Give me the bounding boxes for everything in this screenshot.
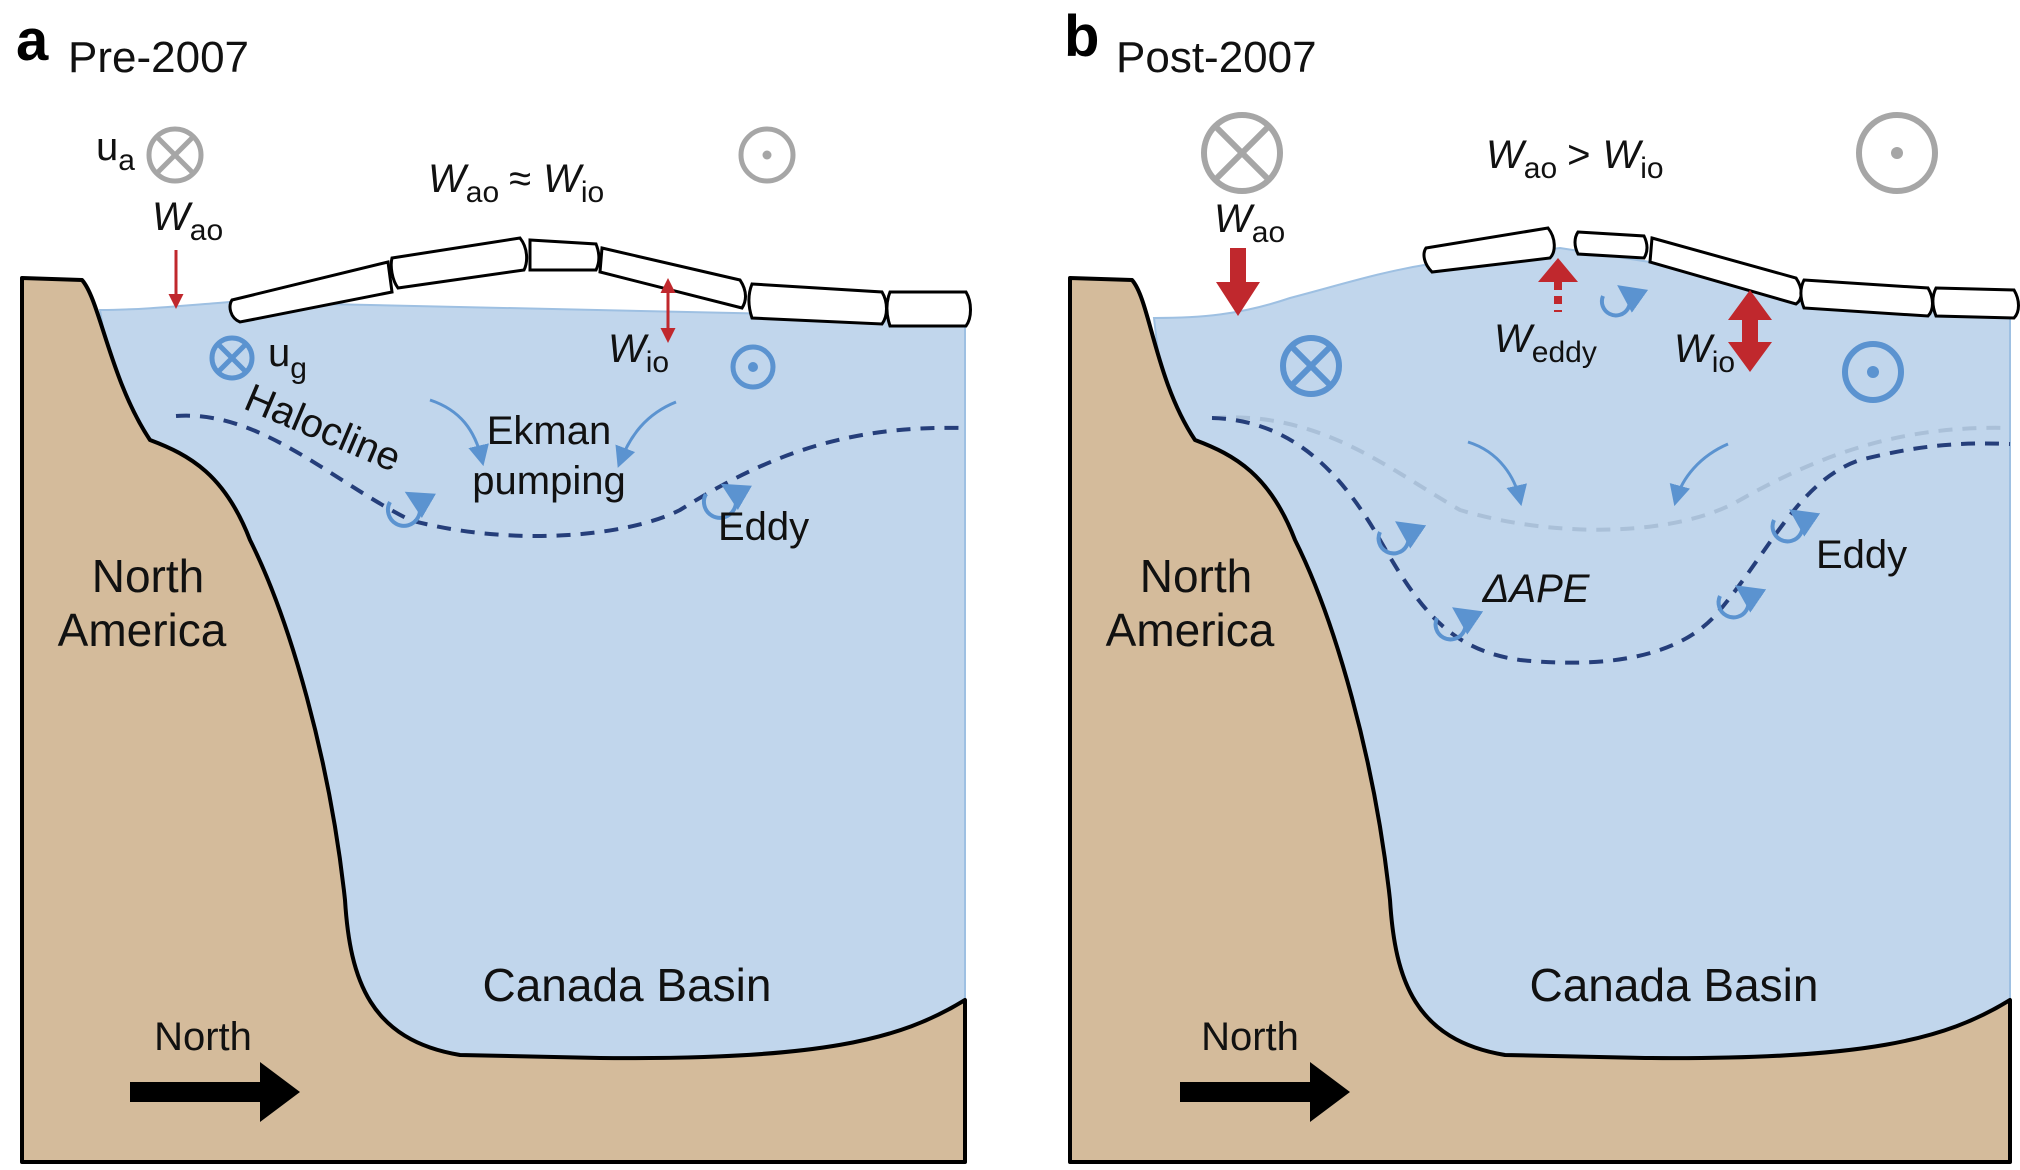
wao-label: Wao (152, 195, 223, 247)
basin-label: Canada Basin (483, 959, 772, 1011)
panel-b-title: Post-2007 (1116, 33, 1317, 82)
panel-a: a Pre-2007 ua Wao Wao≈Wio Wio ug Halocli… (16, 8, 972, 1164)
sea-ice (1422, 226, 2020, 320)
halocline-line (1211, 416, 2011, 665)
ekman-arrow-right (615, 400, 677, 468)
eddy-icon (1599, 285, 1649, 318)
ice-floe (1931, 286, 2020, 320)
ice-floe (1799, 278, 1934, 318)
wao-label: Wao (1214, 197, 1285, 249)
panel-b: b Post-2007 Wao Wao>Wio Weddy Wio ΔAPE E… (1064, 4, 2020, 1164)
wind-out-of-page-icon (738, 126, 796, 184)
sea-ice (228, 236, 972, 328)
eddy-icon (702, 483, 752, 520)
land-north-america (1068, 276, 2012, 1164)
ug-label: ug (268, 331, 307, 385)
wao-arrow (1216, 248, 1260, 316)
north-arrow-icon (130, 1062, 300, 1122)
north-arrow-icon (1180, 1062, 1350, 1122)
land-label-2: America (1106, 604, 1275, 656)
panel-a-title: Pre-2007 (68, 33, 249, 82)
ekman-arrow-right (1669, 442, 1729, 507)
eddy-icon (1770, 509, 1821, 544)
eddy-label: Eddy (718, 505, 809, 549)
dape-label: ΔAPE (1482, 567, 1591, 611)
panel-a-letter: a (16, 8, 49, 73)
eddy-icon (1716, 585, 1767, 620)
weddy-label: Weddy (1494, 317, 1597, 369)
wind-into-page-icon (146, 126, 204, 184)
ice-floe (598, 246, 747, 310)
wind-into-page-icon (1201, 112, 1283, 194)
ekman-label-1: Ekman (487, 409, 612, 453)
halocline-line (175, 413, 963, 538)
land-label-1: North (1140, 550, 1252, 602)
current-into-page-icon (209, 335, 255, 381)
basin-label: Canada Basin (1530, 959, 1819, 1011)
wio-label: Wio (608, 327, 669, 379)
ice-floe (1422, 226, 1556, 274)
ekman-arrow-left (1467, 440, 1527, 507)
current-into-page-icon (1280, 335, 1342, 397)
ice-floe (389, 236, 529, 290)
north-label: North (1201, 1015, 1299, 1059)
ice-floe (228, 260, 394, 324)
land-north-america (20, 276, 967, 1164)
wio-label: Wio (1674, 327, 1735, 379)
current-out-of-page-icon (730, 344, 776, 390)
land-label-2: America (58, 604, 227, 656)
eddy-label: Eddy (1816, 533, 1907, 577)
ekman-label-2: pumping (472, 459, 625, 503)
weddy-arrow (1538, 258, 1578, 312)
stress-relation: Wao≈Wio (428, 157, 604, 209)
panel-b-letter: b (1064, 4, 1099, 69)
ice-floe (747, 282, 888, 326)
ice-floe (885, 290, 972, 328)
ekman-arrow-left (429, 398, 489, 467)
land-label-1: North (92, 550, 204, 602)
eddy-icon (1376, 521, 1427, 556)
ua-label: ua (96, 125, 135, 177)
ice-floe (1573, 230, 1649, 260)
eddy-icon (1433, 607, 1484, 642)
wind-out-of-page-icon (1856, 112, 1938, 194)
current-out-of-page-icon (1842, 341, 1904, 403)
eddy-icon (386, 491, 436, 528)
wio-arrow (1728, 290, 1772, 372)
stress-relation: Wao>Wio (1486, 133, 1664, 185)
ice-floe (528, 238, 601, 272)
north-label: North (154, 1015, 252, 1059)
halocline-old-line (1211, 415, 2011, 532)
